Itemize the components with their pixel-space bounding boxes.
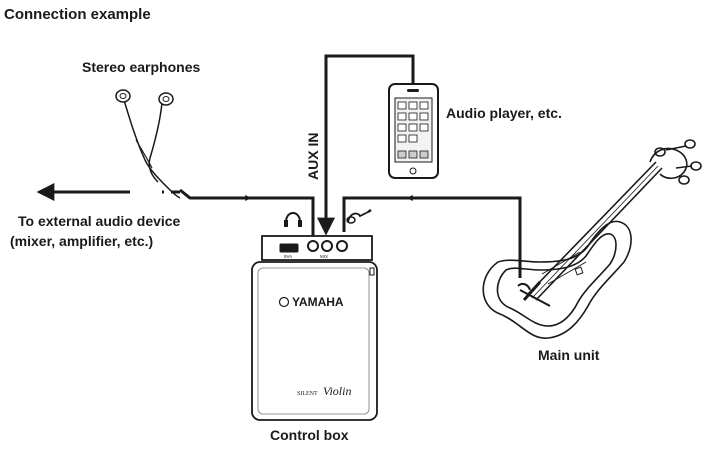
output-cable [36,183,315,240]
external-device-label-line2: (mixer, amplifier, etc.) [10,233,154,249]
brand-logo: YAMAHA [292,295,344,309]
earphones-label: Stereo earphones [82,59,200,75]
panel-mix-label: MIX [320,254,328,259]
aux-in-label: AUX IN [305,133,321,180]
violin-main-unit-icon [482,139,702,339]
violin-cable [342,195,522,278]
audio-player-label: Audio player, etc. [446,105,562,121]
aux-in-cable [317,54,415,236]
product-prefix: SILENT [297,391,318,397]
violin-input-icon [346,208,372,224]
panel-9va-label: 9VA [284,254,292,259]
control-box: 9VA MIX YAMAHA SILENT Violin [251,235,378,421]
audio-player-icon [388,83,439,179]
diagram-title: Connection example [4,6,151,23]
stereo-earphones-icon [115,89,181,199]
main-unit-label: Main unit [538,347,600,363]
external-device-label-line1: To external audio device [18,213,181,229]
control-box-label: Control box [270,427,349,443]
headphone-icon [284,212,302,227]
product-name: Violin [323,384,351,398]
